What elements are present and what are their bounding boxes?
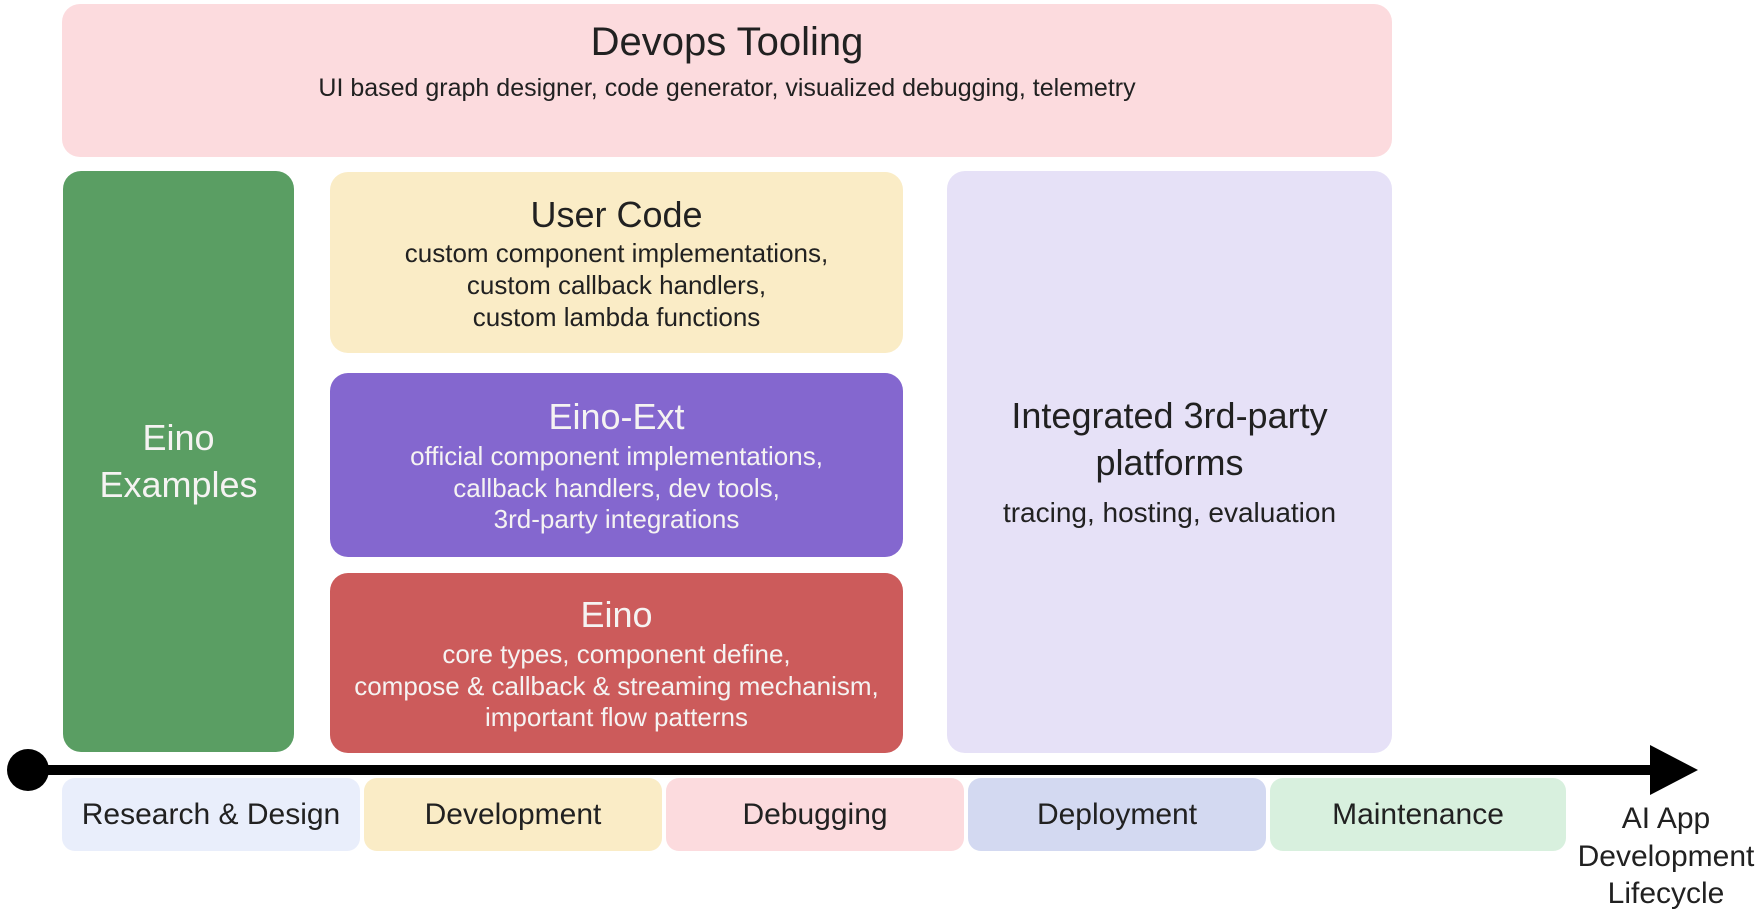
user-code-line: custom callback handlers, [466, 270, 767, 301]
timeline-axis-label: AI App Development Lifecycle [1577, 802, 1755, 910]
devops-tooling-box: Devops Tooling UI based graph designer, … [62, 4, 1392, 157]
devops-tooling-subtitle: UI based graph designer, code generator,… [318, 74, 1136, 102]
eino-ext-line: official component implementations, [410, 440, 823, 471]
timeline-axis-line [28, 765, 1652, 775]
eino-examples-title: Eino Examples [99, 417, 258, 505]
user-code-line: custom component implementations, [404, 238, 829, 269]
eino-ext-title: Eino-Ext [548, 396, 685, 438]
eino-ext-line: callback handlers, dev tools, [453, 472, 780, 503]
phase-label: Deployment [1036, 797, 1198, 831]
devops-tooling-title: Devops Tooling [590, 20, 864, 64]
phase-development: Development [364, 778, 662, 851]
phase-research-design: Research & Design [62, 778, 360, 851]
phase-maintenance: Maintenance [1270, 778, 1566, 851]
user-code-title: User Code [530, 193, 703, 235]
phase-debugging: Debugging [666, 778, 964, 851]
user-code-line: custom lambda functions [472, 301, 761, 332]
eino-core-line: compose & callback & streaming mechanism… [354, 670, 879, 701]
timeline-arrowhead-icon [1650, 745, 1698, 795]
eino-examples-box: Eino Examples [63, 171, 294, 752]
phase-label: Development [424, 797, 602, 831]
integrated-platforms-subtitle: tracing, hosting, evaluation [1002, 496, 1337, 528]
phase-label: Maintenance [1332, 797, 1504, 831]
eino-core-line: important flow patterns [484, 702, 748, 733]
eino-core-box: Eino core types, component define, compo… [330, 573, 903, 753]
phase-deployment: Deployment [968, 778, 1266, 851]
integrated-platforms-title: Integrated 3rd-party platforms [1011, 395, 1328, 483]
phase-label: Debugging [742, 797, 888, 831]
integrated-platforms-box: Integrated 3rd-party platforms tracing, … [947, 171, 1392, 753]
user-code-box: User Code custom component implementatio… [330, 172, 903, 353]
phase-label: Research & Design [81, 797, 341, 831]
eino-ext-box: Eino-Ext official component implementati… [330, 373, 903, 557]
eino-core-line: core types, component define, [442, 638, 791, 669]
eino-ext-line: 3rd-party integrations [493, 504, 740, 535]
eino-core-title: Eino [580, 594, 653, 636]
